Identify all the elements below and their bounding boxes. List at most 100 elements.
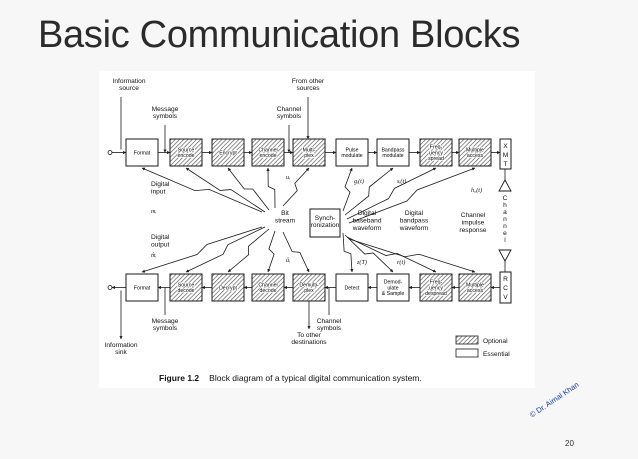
- tx-block-label: spread: [428, 156, 444, 162]
- legend-optional-swatch: [455, 335, 479, 345]
- h-c-symbol: h꜀(t): [471, 187, 482, 194]
- message-symbols-rx-label: Message: [152, 318, 179, 325]
- bit-stream-bolt: [185, 226, 266, 273]
- rx-block-label: & Sample: [382, 291, 405, 297]
- sync-label-group: Synch-ronization: [311, 215, 340, 229]
- tx-block-label: access: [467, 153, 484, 159]
- info-sink-label: sink: [115, 349, 127, 356]
- sync-label: Synch-: [315, 215, 336, 222]
- rx-block-label: Decrypt: [219, 285, 237, 291]
- rx-block-label: decode: [177, 288, 194, 294]
- channel-symbols-rx-label: symbols: [317, 325, 342, 332]
- g-i-symbol: gᵢ(t): [354, 178, 364, 185]
- rx-block-label: Source: [178, 283, 195, 289]
- u-i-symbol: uᵢ: [286, 174, 290, 181]
- rx-block-2: Decrypt: [211, 273, 245, 302]
- tx-block-label: Bandpass: [381, 148, 404, 154]
- z-t-symbol: z(T): [356, 259, 367, 266]
- xmt-letter: M: [503, 152, 509, 159]
- tx-block-4: Multi-plex: [292, 138, 326, 167]
- tx-block-box: [376, 138, 410, 167]
- channel-symbols-tx-label: Channel: [277, 106, 302, 113]
- channel-symbols-tx-label: symbols: [277, 113, 302, 120]
- to-other-destinations-label: To other: [297, 332, 322, 339]
- bit-stream-label: Bit: [281, 210, 289, 217]
- sync-label: ronization: [311, 222, 340, 229]
- rcv-letter: V: [503, 294, 508, 301]
- message-symbols-tx-label: symbols: [153, 113, 178, 120]
- digital-bandpass-label: bandpass: [400, 217, 429, 224]
- rcv-letter: R: [503, 276, 508, 283]
- digital-input-label: input: [151, 188, 165, 195]
- sync-bolt: [342, 167, 353, 212]
- tx-block-label: modulate: [341, 153, 362, 159]
- tx-block-label: Source: [178, 148, 195, 154]
- bit-stream-label: stream: [275, 218, 296, 225]
- s-i-symbol: sᵢ(t): [397, 178, 406, 185]
- bit-stream-bolt: [227, 167, 270, 211]
- tx-block-label: encode: [259, 153, 276, 159]
- tx-block-label: modulate: [382, 153, 403, 159]
- tx-block-2: Encrypt: [211, 138, 245, 167]
- u-hat-symbol: ûᵢ: [286, 257, 290, 264]
- figure-number: Figure 1.2: [159, 373, 200, 383]
- tx-block-label: uency: [429, 150, 443, 156]
- channel-letter: e: [503, 230, 507, 237]
- digital-bandpass-label: Digital: [405, 210, 424, 217]
- digital-output-label: Digital: [151, 234, 170, 241]
- rx-antenna-icon: [498, 249, 512, 262]
- channel-letter: n: [503, 223, 507, 230]
- sync-bolt: [346, 167, 437, 220]
- page-number: 20: [565, 439, 574, 448]
- rx-block-label: Demod-: [384, 280, 403, 286]
- message-symbols-tx-label: Message: [152, 106, 179, 113]
- from-other-sources-label: From other: [292, 78, 325, 85]
- r-t-symbol: r(t): [397, 259, 405, 266]
- channel-letter: h: [503, 202, 507, 209]
- rx-block-label: ulate: [387, 285, 398, 291]
- rx-block-label: plex: [304, 288, 314, 294]
- sync-bolt: [348, 238, 476, 273]
- sync-box: [309, 208, 341, 238]
- rx-block-label: Demulti-: [299, 283, 319, 289]
- sync-bolt: [348, 167, 476, 224]
- rx-output-terminal: [107, 285, 113, 290]
- tx-block-label: Channel: [258, 148, 277, 154]
- legend-optional-label: Optional: [483, 338, 508, 345]
- digital-output-label: output: [151, 241, 170, 248]
- rx-block-0: Format: [125, 273, 159, 302]
- info-sink-label: Information: [105, 342, 138, 349]
- bit-stream-bolt: [282, 167, 310, 207]
- sync-bolt: [344, 167, 394, 216]
- tx-block-label: Freq-: [430, 145, 443, 151]
- channel-letter: l: [504, 237, 506, 244]
- rx-block-label: Channel: [258, 283, 277, 289]
- sync-bolt: [344, 234, 394, 273]
- legend-essential-label: Essential: [483, 351, 510, 358]
- info-source-label: source: [119, 85, 139, 92]
- from-other-sources-label: sources: [296, 85, 320, 92]
- channel-impulse-label: impulse: [462, 219, 485, 226]
- rx-block-box: [376, 273, 410, 302]
- bit-stream-bolt: [227, 228, 270, 273]
- sync-bolt: [346, 236, 437, 273]
- bit-stream-bolt: [141, 167, 263, 213]
